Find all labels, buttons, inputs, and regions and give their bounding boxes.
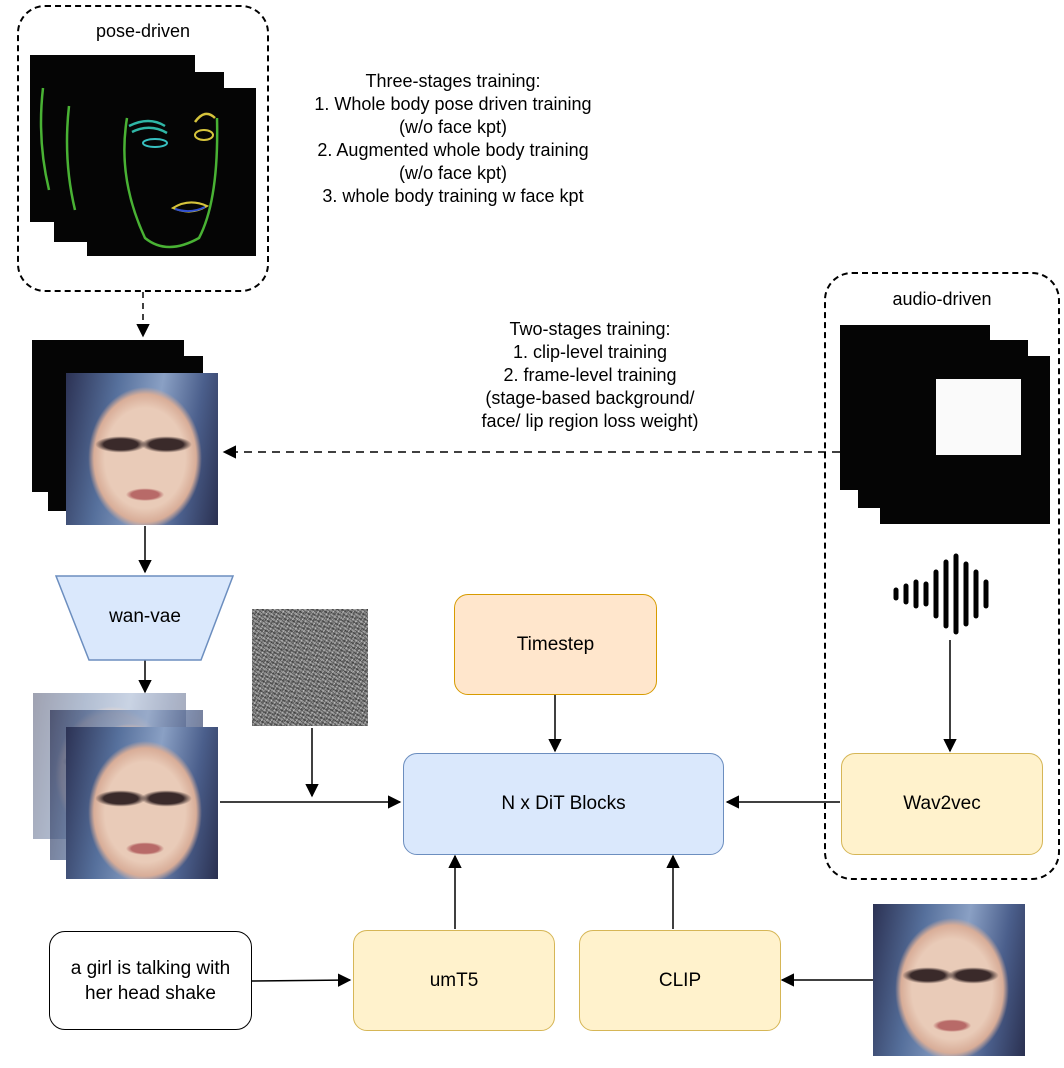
pose-stack-edges	[39, 87, 77, 211]
umt5-node: umT5	[353, 930, 555, 1031]
mask-square	[936, 379, 1021, 455]
clip-node: CLIP	[579, 930, 781, 1031]
audio-frame-front	[880, 356, 1050, 524]
audio-driven-label: audio-driven	[892, 289, 992, 309]
two-stage-line-3: 2. frame-level training	[503, 365, 677, 385]
wav2vec-node: Wav2vec	[841, 753, 1043, 855]
three-stage-line-4: 2. Augmented whole body training	[317, 140, 589, 160]
three-stage-line-1: Three-stages training:	[365, 71, 541, 91]
gaussian-noise-image	[252, 609, 368, 726]
wan-vae-label: wan-vae	[109, 606, 181, 627]
timestep-node: Timestep	[454, 594, 657, 695]
prompt-line-2: her head shake	[85, 982, 216, 1004]
three-stage-training-note: Three-stages training: 1. Whole body pos…	[283, 70, 623, 208]
arrow-prompt-to-umt5	[251, 973, 352, 987]
pose-driven-label: pose-driven	[95, 21, 191, 41]
audio-waveform-icon	[893, 553, 989, 635]
three-stage-line-2: 1. Whole body pose driven training	[314, 94, 592, 114]
three-stage-line-6: 3. whole body training w face kpt	[322, 186, 584, 206]
two-stage-line-1: Two-stages training:	[509, 319, 671, 339]
two-stage-line-4: (stage-based background/	[485, 388, 695, 408]
three-stage-line-5: (w/o face kpt)	[398, 163, 508, 183]
text-prompt-node: a girl is talking with her head shake	[49, 931, 252, 1030]
pose-frame-front	[87, 88, 256, 256]
pose-driven-group	[17, 5, 269, 292]
latent-frame-front	[66, 727, 218, 879]
wan-vae-node	[55, 575, 235, 661]
dit-blocks-node: N x DiT Blocks	[403, 753, 724, 855]
reference-portrait-image	[873, 904, 1025, 1056]
portrait-frame-front	[66, 373, 218, 525]
three-stage-line-3: (w/o face kpt)	[398, 117, 508, 137]
two-stage-line-2: 1. clip-level training	[512, 342, 668, 362]
audio-driven-group	[824, 272, 1060, 880]
two-stage-training-note: Two-stages training: 1. clip-level train…	[440, 318, 740, 433]
prompt-line-1: a girl is talking with	[70, 957, 231, 979]
face-keypoint-icon	[123, 112, 219, 249]
two-stage-line-5: face/ lip region loss weight)	[481, 411, 699, 431]
